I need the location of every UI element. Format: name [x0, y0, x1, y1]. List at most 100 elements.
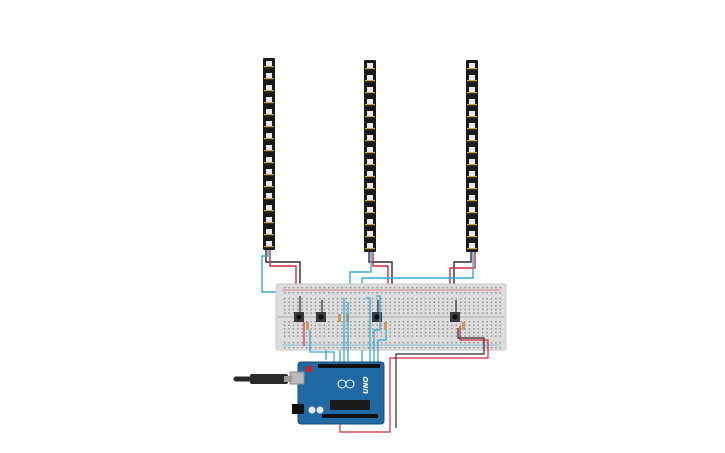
breadboard-hole [402, 347, 405, 349]
breadboard-hole [473, 287, 475, 289]
breadboard-hole [464, 331, 466, 334]
breadboard-hole [350, 305, 352, 307]
breadboard-hole [341, 298, 343, 300]
breadboard-hole [306, 312, 308, 314]
breadboard-hole [306, 321, 308, 323]
breadboard-hole [486, 287, 488, 289]
breadboard-hole [297, 335, 299, 337]
breadboard-hole [394, 292, 396, 294]
breadboard-hole [314, 324, 317, 326]
breadboard-hole [394, 342, 396, 344]
breadboard-hole [314, 298, 317, 300]
breadboard-hole [376, 335, 378, 337]
breadboard-hole [328, 292, 330, 294]
breadboard-hole [482, 335, 484, 337]
breadboard-hole [411, 321, 413, 323]
breadboard-hole [385, 321, 387, 323]
breadboard-hole [367, 298, 369, 300]
breadboard-hole [442, 298, 444, 300]
breadboard-hole [420, 321, 422, 323]
breadboard-hole [389, 298, 391, 300]
breadboard-hole [314, 331, 317, 334]
breadboard-hole [495, 347, 497, 349]
breadboard-hole [380, 324, 383, 326]
breadboard-hole [433, 298, 435, 300]
breadboard-hole [314, 321, 317, 323]
breadboard-hole [438, 342, 440, 344]
breadboard-hole [363, 308, 365, 311]
breadboard-hole [402, 305, 405, 307]
breadboard-hole [372, 342, 374, 344]
led-pad [467, 164, 477, 166]
breadboard-hole [495, 335, 497, 337]
led-pixel [367, 195, 373, 201]
breadboard-hole [310, 347, 312, 349]
breadboard-hole [336, 292, 339, 294]
breadboard-hole [486, 342, 488, 344]
breadboard-hole [306, 301, 308, 303]
led-pad [264, 126, 274, 128]
breadboard-hole [336, 287, 339, 289]
usb-cable[interactable] [233, 374, 292, 384]
breadboard-hole [323, 298, 325, 300]
breadboard-hole [323, 335, 325, 337]
led-pad [365, 236, 375, 238]
led-pad [467, 248, 477, 250]
breadboard-hole [402, 342, 405, 344]
breadboard-hole [288, 321, 290, 323]
breadboard-hole [429, 301, 431, 303]
breadboard-hole [310, 342, 312, 344]
breadboard-jumpers [299, 296, 489, 433]
breadboard-hole [468, 331, 471, 334]
breadboard-hole [442, 342, 444, 344]
breadboard-hole [345, 331, 347, 334]
breadboard-hole [499, 312, 501, 314]
breadboard-hole [328, 335, 330, 337]
breadboard-hole [490, 324, 493, 326]
led-pad [365, 200, 375, 202]
wire-strip-left-power [269, 250, 297, 296]
led-strip-middle[interactable] [364, 60, 376, 252]
breadboard-hole [380, 335, 383, 337]
breadboard-hole [306, 335, 308, 337]
breadboard-hole [367, 335, 369, 337]
breadboard-hole [451, 298, 453, 300]
led-strip-right[interactable] [466, 60, 478, 252]
breadboard-hole [464, 287, 466, 289]
breadboard-hole [486, 301, 488, 303]
breadboard-hole [328, 298, 330, 300]
led-pad [467, 152, 477, 154]
breadboard-hole [323, 301, 325, 303]
led-strip-left[interactable] [263, 58, 275, 250]
breadboard-hole [336, 301, 339, 303]
led-pixel [266, 181, 272, 187]
breadboard-hole [288, 324, 290, 326]
breadboard[interactable] [275, 283, 507, 351]
breadboard-hole [490, 292, 493, 294]
breadboard-hole [341, 292, 343, 294]
breadboard-hole [407, 335, 409, 337]
breadboard-hole [385, 298, 387, 300]
breadboard-hole [490, 328, 493, 330]
pushbuttons[interactable] [294, 312, 460, 322]
arduino-uno-board[interactable]: UNO [289, 361, 385, 425]
breadboard-hole [495, 287, 497, 289]
breadboard-hole [350, 328, 352, 330]
breadboard-hole [429, 292, 431, 294]
breadboard-hole [380, 331, 383, 334]
breadboard-hole [363, 298, 365, 300]
breadboard-hole [319, 305, 321, 307]
breadboard-hole [376, 328, 378, 330]
breadboard-hole [495, 301, 497, 303]
breadboard-hole [367, 347, 369, 349]
breadboard-hole [429, 287, 431, 289]
led-pad [365, 152, 375, 154]
breadboard-hole [455, 298, 457, 300]
breadboard-hole [438, 287, 440, 289]
breadboard-hole [402, 335, 405, 337]
breadboard-hole [372, 287, 374, 289]
breadboard-hole [310, 312, 312, 314]
led-pad [264, 222, 274, 224]
breadboard-hole [468, 347, 471, 349]
breadboard-hole [429, 331, 431, 334]
